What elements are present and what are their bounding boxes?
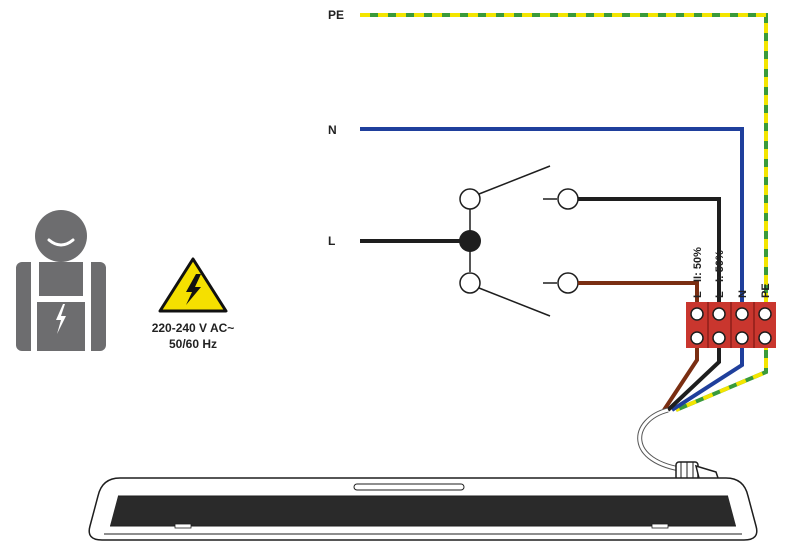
two-stage-switch-icon xyxy=(360,165,579,317)
terminal-label-pe: PE xyxy=(760,283,772,298)
terminal-label-l2: L xyxy=(692,291,704,298)
heater-cable xyxy=(637,407,687,473)
n-wire-label: N xyxy=(328,123,337,137)
terminal-label-n: N xyxy=(737,290,749,298)
pe-wire xyxy=(360,13,768,412)
heater-device-icon xyxy=(88,461,758,541)
stage1-label: I: 50% xyxy=(714,250,726,282)
supply-frequency-label: 50/60 Hz xyxy=(169,337,217,351)
neutral-wire xyxy=(360,127,744,412)
supply-voltage-label: 220-240 V AC~ xyxy=(152,321,235,335)
pe-wire-label: PE xyxy=(328,8,344,22)
high-voltage-warning-icon xyxy=(158,257,228,313)
terminal-block xyxy=(686,302,776,348)
terminal-label-l1: L xyxy=(714,291,726,298)
electrician-icon xyxy=(16,210,106,351)
l-wire-label: L xyxy=(328,234,335,248)
stage2-wire xyxy=(578,281,699,412)
stage2-label: II: 50% xyxy=(692,247,704,282)
